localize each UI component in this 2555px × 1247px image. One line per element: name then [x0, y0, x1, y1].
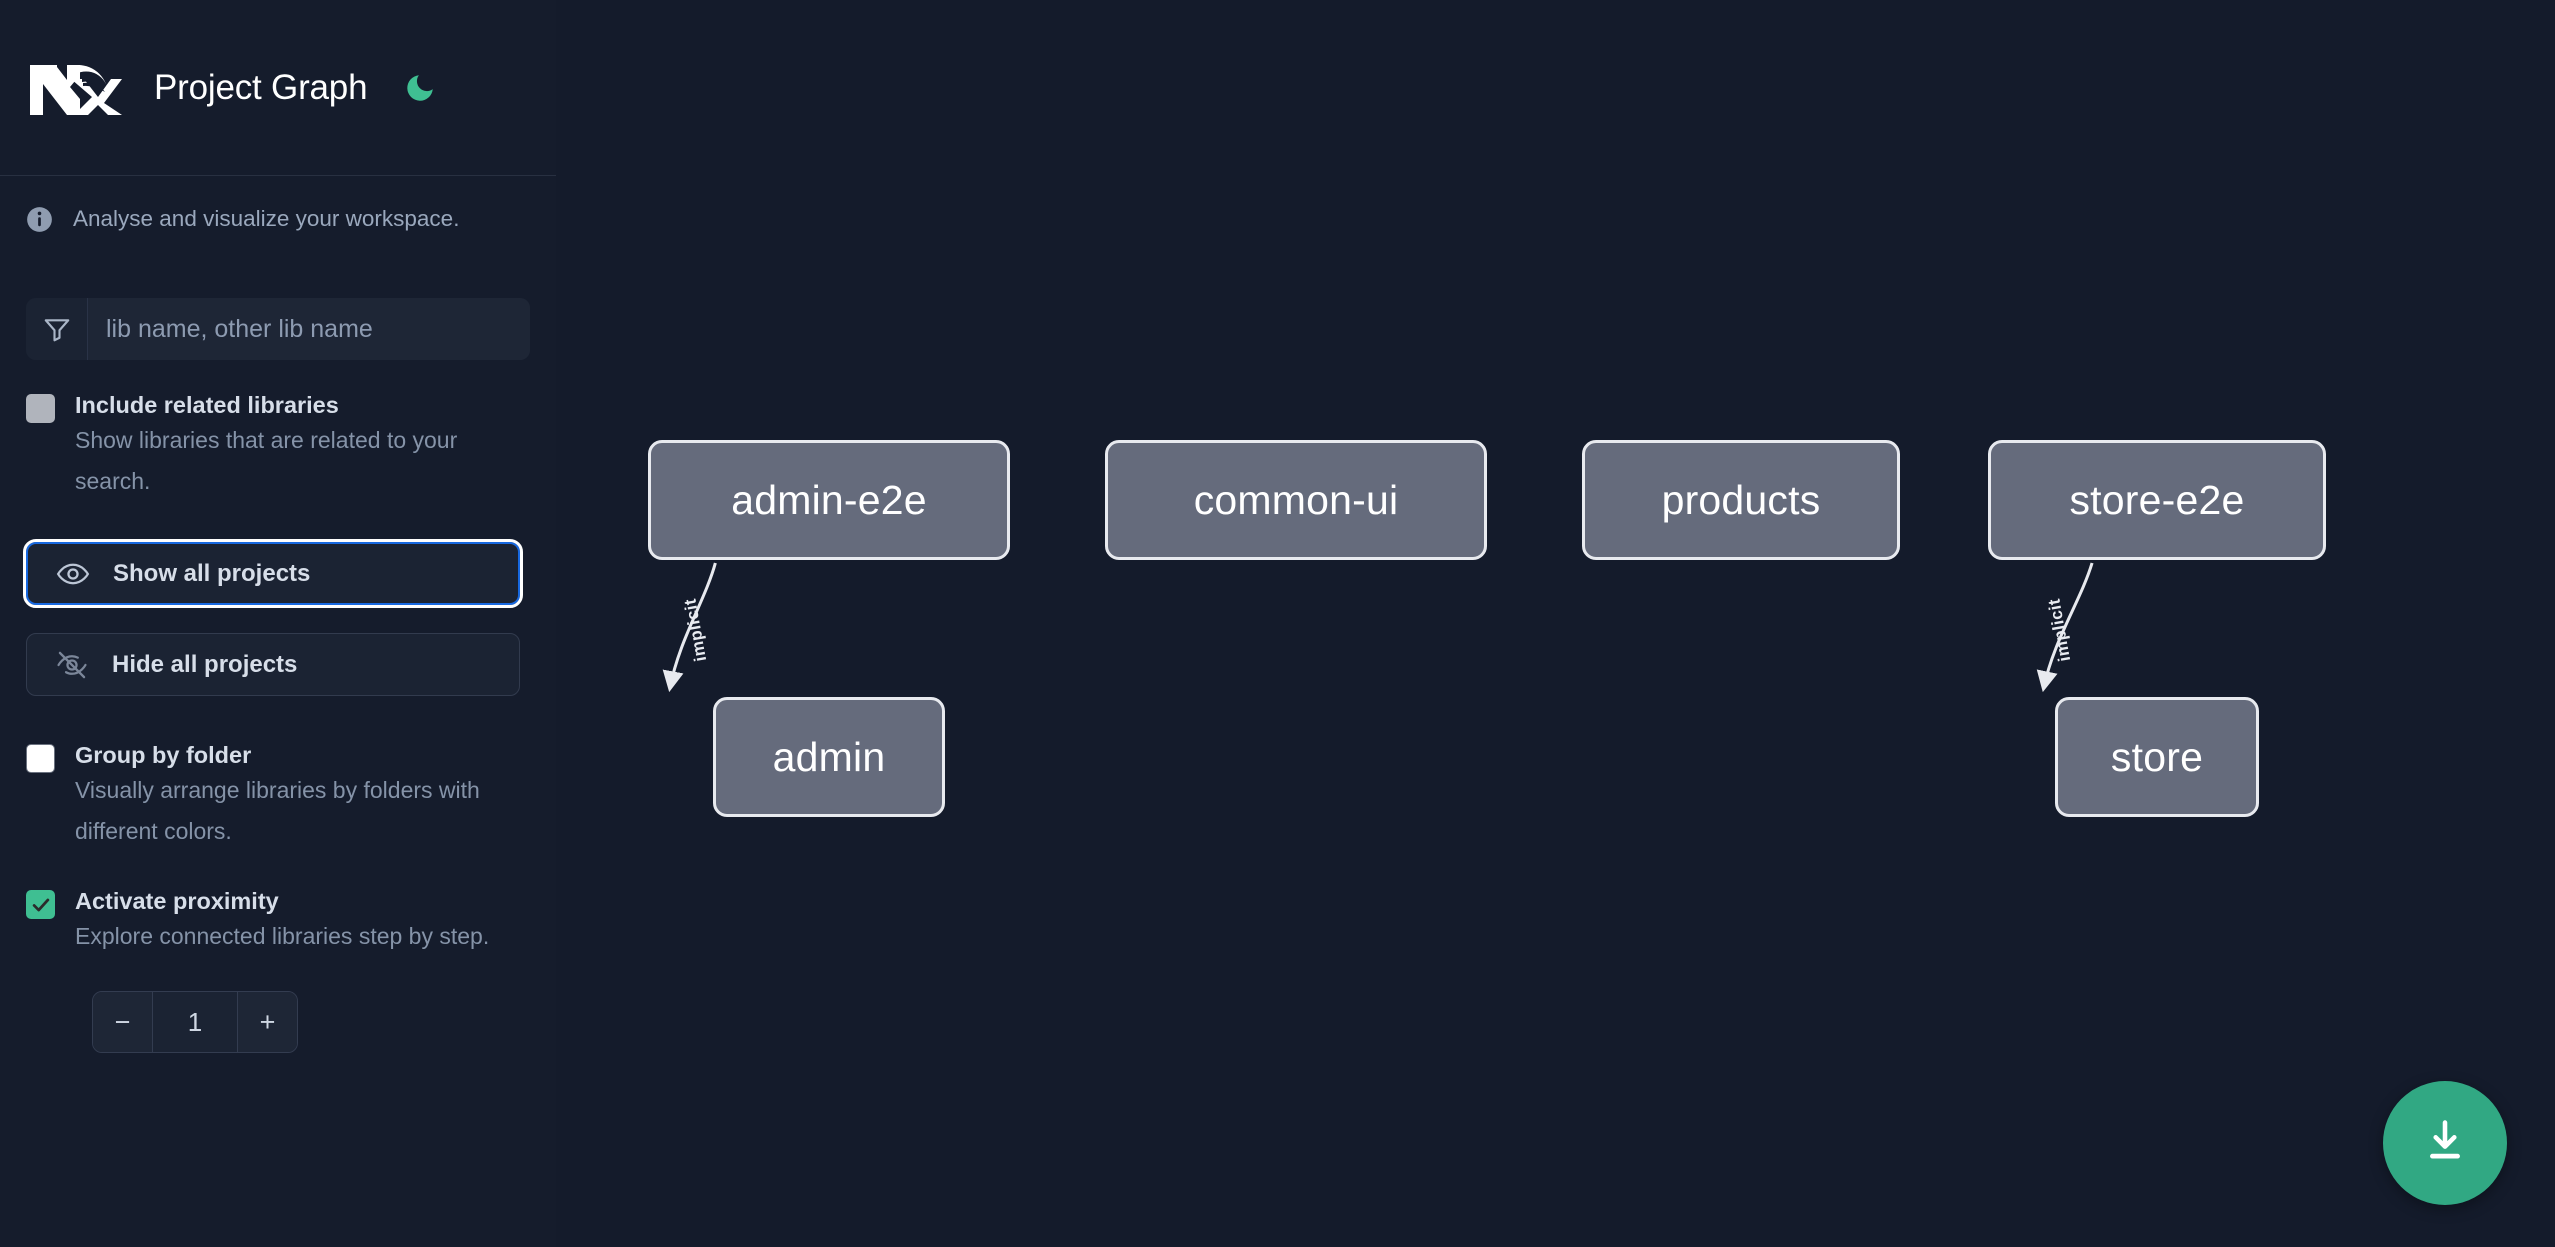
node-label: admin-e2e — [731, 476, 927, 523]
graph-node-products[interactable]: products — [1582, 440, 1900, 560]
option-description: Show libraries that are related to your … — [75, 427, 458, 494]
group-by-folder-checkbox[interactable] — [26, 744, 55, 773]
filter-field[interactable] — [26, 298, 530, 360]
option-include-related-libraries[interactable]: Include related libraries Show libraries… — [26, 390, 530, 502]
search-input[interactable] — [88, 298, 530, 360]
include-related-checkbox[interactable] — [26, 394, 55, 423]
info-icon — [26, 206, 53, 233]
show-all-projects-button[interactable]: Show all projects — [23, 539, 523, 608]
graph-edges-layer — [662, 562, 2094, 693]
option-group-by-folder[interactable]: Group by folder Visually arrange librari… — [26, 740, 530, 852]
show-all-projects-label: Show all projects — [113, 559, 311, 587]
option-description: Explore connected libraries step by step… — [75, 923, 490, 949]
hide-all-projects-label: Hide all projects — [112, 650, 298, 678]
node-label: store-e2e — [2069, 476, 2245, 523]
download-graph-button[interactable] — [2383, 1081, 2507, 1205]
graph-node-admin[interactable]: admin — [713, 697, 945, 817]
proximity-increment-button[interactable]: + — [237, 992, 297, 1052]
option-activate-proximity[interactable]: Activate proximity Explore connected lib… — [26, 886, 530, 957]
workspace-info: Analyse and visualize your workspace. — [0, 176, 556, 262]
proximity-value: 1 — [153, 992, 237, 1052]
graph-node-admin-e2e[interactable]: admin-e2e — [648, 440, 1010, 560]
download-icon — [2419, 1115, 2471, 1172]
option-title: Group by folder — [75, 742, 252, 768]
page-title: Project Graph — [154, 67, 368, 107]
option-description: Visually arrange libraries by folders wi… — [75, 777, 480, 844]
eye-off-icon — [55, 648, 89, 682]
filter-funnel-icon — [26, 298, 88, 360]
sidebar-controls: Include related libraries Show libraries… — [0, 298, 556, 1053]
graph-node-store-e2e[interactable]: store-e2e — [1988, 440, 2326, 560]
nx-logo-icon — [26, 57, 122, 119]
proximity-stepper[interactable]: − 1 + — [92, 991, 298, 1053]
option-body: Include related libraries Show libraries… — [75, 390, 523, 502]
graph-node-common-ui[interactable]: common-ui — [1105, 440, 1487, 560]
option-title: Activate proximity — [75, 888, 279, 914]
activate-proximity-checkbox[interactable] — [26, 890, 55, 919]
node-label: admin — [772, 733, 886, 780]
option-title: Include related libraries — [75, 392, 339, 418]
option-body: Group by folder Visually arrange librari… — [75, 740, 523, 852]
sidebar: Project Graph Analyse and visualize your… — [0, 0, 556, 1247]
sidebar-header: Project Graph — [0, 0, 556, 176]
option-body: Activate proximity Explore connected lib… — [75, 886, 489, 957]
node-label: products — [1661, 476, 1821, 523]
graph-canvas[interactable]: admin-e2e common-ui products store-e2e a… — [556, 0, 2555, 1247]
node-label: store — [2110, 733, 2204, 780]
hide-all-projects-button[interactable]: Hide all projects — [26, 633, 520, 696]
moon-icon[interactable] — [399, 67, 441, 109]
eye-icon — [56, 557, 90, 591]
info-text: Analyse and visualize your workspace. — [73, 206, 460, 231]
proximity-decrement-button[interactable]: − — [93, 992, 153, 1052]
node-label: common-ui — [1193, 476, 1399, 523]
graph-node-store[interactable]: store — [2055, 697, 2259, 817]
